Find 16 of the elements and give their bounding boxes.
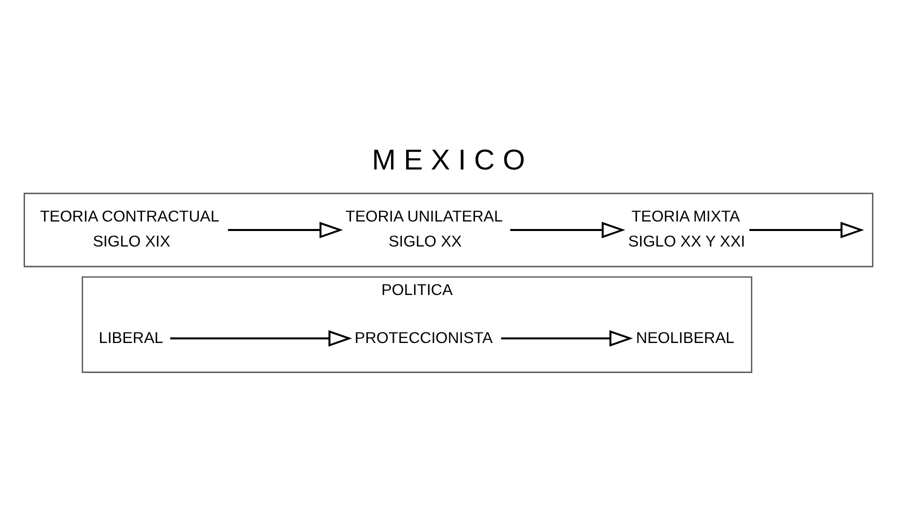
node-label: SIGLO XX [388, 232, 462, 250]
node-label: SIGLO XIX [92, 232, 170, 250]
diagram-title: M E X I C O [372, 144, 526, 176]
cluster [24, 192, 874, 267]
node-text: TEORIA UNILATERAL [346, 208, 503, 226]
node-text: TEORIA CONTRACTUAL [40, 208, 220, 226]
node-text: PROTECCIONISTA [354, 330, 493, 347]
arrow [749, 221, 864, 238]
arrow [501, 330, 633, 346]
arrow [170, 330, 352, 346]
node-text: NEOLIBERAL [636, 330, 734, 347]
arrow [228, 221, 344, 238]
arrow [510, 221, 626, 238]
node-text: LIBERAL [98, 330, 164, 347]
node-label: SIGLO XX Y XXI [628, 232, 746, 250]
node-text: TEORIA MIXTA [631, 208, 740, 226]
